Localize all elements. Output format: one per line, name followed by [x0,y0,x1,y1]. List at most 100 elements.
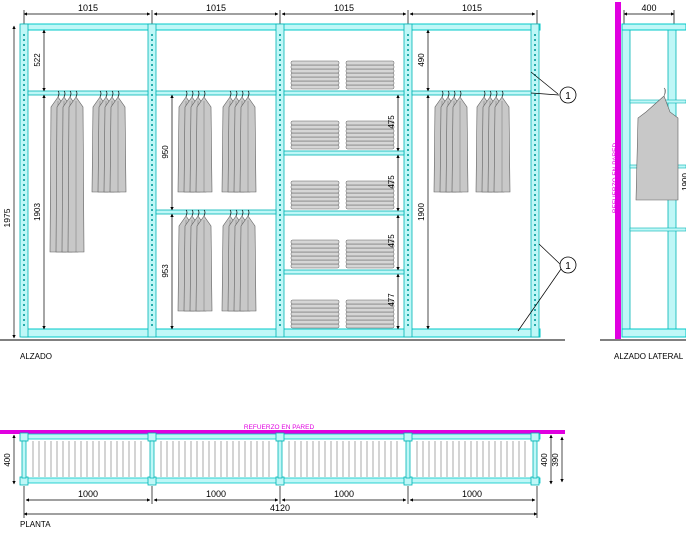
perforation-dot [151,229,153,231]
perforation-dot [23,129,25,131]
perforation-dot [23,224,25,226]
folded-stack [345,120,395,150]
perforation-dot [407,114,409,116]
perforation-dot [151,264,153,266]
perforation-dot [23,124,25,126]
perforation-dot [407,254,409,256]
perforation-dot [279,314,281,316]
hanging-shirt [195,90,213,193]
perforation-dot [279,204,281,206]
internal-dimensions [42,29,430,330]
folded-stack [345,180,395,210]
perforation-dot [279,319,281,321]
perforation-dot [23,274,25,276]
plan-bay2-width: 1000 [206,489,226,499]
perforation-dot [23,119,25,121]
perforation-dot [279,84,281,86]
perforation-dot [151,319,153,321]
perforation-dot [534,99,536,101]
plan-depth-left: 400 [3,453,12,467]
perforation-dot [23,189,25,191]
perforation-dot [534,34,536,36]
perforation-dot [23,199,25,201]
perforation-dot [23,79,25,81]
perforation-dot [23,64,25,66]
perforation-dot [534,284,536,286]
perforation-dot [279,164,281,166]
perforation-dot [407,49,409,51]
perforation-dot [407,149,409,151]
perforation-dot [407,34,409,36]
perforation-dot [534,174,536,176]
perforation-dot [407,129,409,131]
perforation-dot [151,84,153,86]
perforation-dot [151,129,153,131]
hanging-shirt [109,90,127,193]
hanging-shirt [239,90,257,193]
perforation-dot [279,239,281,241]
perforation-dot [407,304,409,306]
perforation-dot [407,134,409,136]
perforation-dot [279,234,281,236]
perforation-dot [279,94,281,96]
side-wall-note: REFUERZO EN PARED [612,143,619,214]
perforation-dot [279,209,281,211]
perforation-dot [407,279,409,281]
perforation-dot [151,134,153,136]
perforation-dot [407,174,409,176]
perforation-dot [407,84,409,86]
folded-stacks [290,60,395,329]
bay4-hanging-bar [411,90,532,96]
perforation-dot [534,139,536,141]
perforation-dot [151,139,153,141]
perforation-dot [151,269,153,271]
perforation-dot [534,184,536,186]
perforation-dot [279,279,281,281]
perforation-dot [534,259,536,261]
perforation-dot [534,164,536,166]
perforation-dot [279,89,281,91]
plan-label: PLANTA [20,520,51,529]
perforation-dot [534,204,536,206]
side-front-upright [621,23,631,338]
hanging-shirt [195,209,213,312]
perforation-dot [407,299,409,301]
bay1-hang-dim: 1903 [33,203,42,221]
perforation-dot [23,114,25,116]
perforation-dot [151,89,153,91]
perforation-dot [534,314,536,316]
perforation-dot [23,309,25,311]
perforation-dot [407,99,409,101]
perforation-dot [23,299,25,301]
perforation-dot [23,49,25,51]
elevation-label: ALZADO [20,352,52,361]
perforation-dot [151,179,153,181]
perforation-dot [23,39,25,41]
plan-wall-reinforcement [0,430,565,434]
perforation-dot [23,219,25,221]
bay2-lower-dim: 953 [161,264,170,278]
perforation-dot [23,229,25,231]
perforation-dot [151,254,153,256]
perforation-dot [23,314,25,316]
side-elevation-label: ALZADO LATERAL [614,352,684,361]
bay2-upper-bar [155,90,277,96]
bay1-width-label: 1015 [78,3,98,13]
perforation-dot [407,189,409,191]
perforation-dot [279,324,281,326]
hanging-garments [49,90,511,312]
perforation-dot [279,199,281,201]
perforation-dot [279,254,281,256]
bay3-width-label: 1015 [334,3,354,13]
perforation-dot [407,199,409,201]
perforation-dot [407,214,409,216]
hanging-shirt [451,90,469,193]
perforation-dot [23,254,25,256]
plan-total-width: 4120 [270,503,290,513]
perforation-dot [151,189,153,191]
hanging-shirt [493,90,511,193]
perforation-dot [279,109,281,111]
perforation-dot [407,94,409,96]
perforation-dot [151,314,153,316]
plan-bay3-width: 1000 [334,489,354,499]
